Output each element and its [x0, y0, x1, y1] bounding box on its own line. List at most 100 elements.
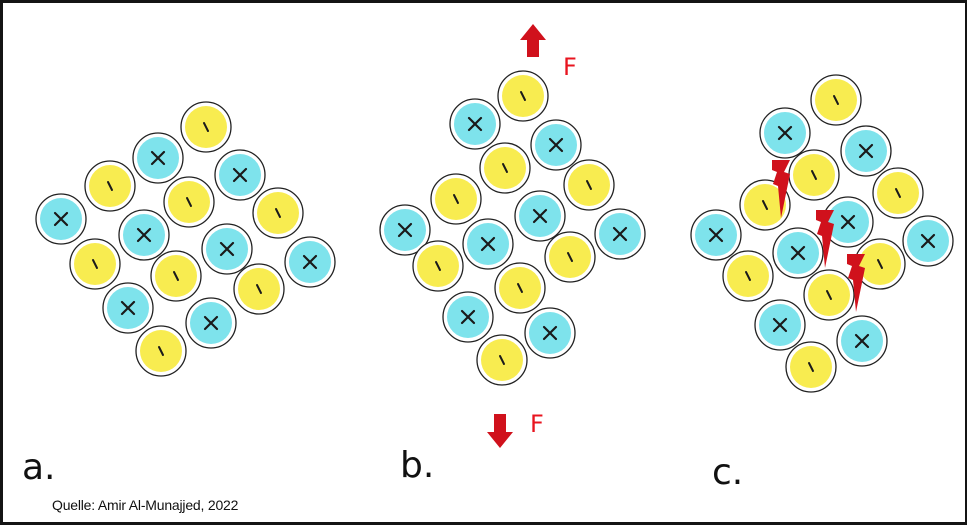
negative-ion	[739, 179, 791, 231]
positive-ion	[214, 149, 266, 201]
positive-ion	[759, 107, 811, 159]
minus-sign	[186, 197, 192, 207]
negative-ion	[810, 74, 862, 126]
plus-sign	[548, 137, 564, 153]
negative-ion	[785, 341, 837, 393]
minus-sign	[256, 284, 262, 294]
minus-sign	[833, 95, 839, 105]
minus-sign	[107, 181, 113, 191]
negative-ion	[544, 231, 596, 283]
positive-ion	[462, 218, 514, 270]
force-label-top: F	[563, 53, 577, 81]
plus-sign	[840, 214, 856, 230]
negative-ion	[430, 173, 482, 225]
minus-sign	[92, 259, 98, 269]
plus-sign	[920, 233, 936, 249]
negative-ion	[854, 238, 906, 290]
plus-sign	[460, 309, 476, 325]
minus-sign	[520, 91, 526, 101]
positive-ion	[772, 227, 824, 279]
panel-label-c: c.	[712, 452, 744, 493]
panel-label-a: a.	[22, 447, 56, 488]
negative-ion	[84, 160, 136, 212]
minus-sign	[502, 163, 508, 173]
force-label-bottom: F	[530, 410, 544, 438]
minus-sign	[173, 271, 179, 281]
minus-sign	[762, 200, 768, 210]
lightning-bolt-icon	[816, 210, 834, 268]
plus-sign	[854, 333, 870, 349]
minus-sign	[586, 180, 592, 190]
negative-ion	[563, 159, 615, 211]
positive-ion	[754, 299, 806, 351]
positive-ion	[442, 291, 494, 343]
negative-ion	[722, 250, 774, 302]
minus-sign	[895, 188, 901, 198]
positive-ion	[690, 209, 742, 261]
positive-ion	[132, 132, 184, 184]
plus-sign	[772, 317, 788, 333]
plus-sign	[302, 254, 318, 270]
minus-sign	[203, 122, 209, 132]
lightning-bolt-icon	[772, 160, 790, 218]
negative-ion	[494, 262, 546, 314]
positive-ion	[524, 307, 576, 359]
negative-ion	[788, 149, 840, 201]
minus-sign	[808, 362, 814, 372]
negative-ion	[233, 263, 285, 315]
arrow-down-icon	[487, 414, 513, 448]
plus-sign	[777, 125, 793, 141]
plus-sign	[467, 116, 483, 132]
positive-ion	[836, 315, 888, 367]
plus-sign	[232, 167, 248, 183]
positive-ion	[902, 215, 954, 267]
panel-a-lattice	[35, 101, 336, 377]
plus-sign	[532, 208, 548, 224]
plus-sign	[136, 227, 152, 243]
plus-sign	[858, 143, 874, 159]
minus-sign	[811, 170, 817, 180]
positive-ion	[118, 209, 170, 261]
negative-ion	[497, 70, 549, 122]
negative-ion	[150, 250, 202, 302]
plus-sign	[397, 222, 413, 238]
minus-sign	[567, 252, 573, 262]
positive-ion	[514, 190, 566, 242]
positive-ion	[449, 98, 501, 150]
positive-ion	[379, 204, 431, 256]
lightning-bolt-icon	[847, 254, 865, 312]
negative-ion	[135, 325, 187, 377]
panel-c-lattice	[690, 74, 954, 393]
negative-ion	[476, 334, 528, 386]
positive-ion	[822, 196, 874, 248]
negative-ion	[163, 176, 215, 228]
plus-sign	[790, 245, 806, 261]
positive-ion	[201, 223, 253, 275]
panel-b-lattice	[379, 70, 646, 386]
plus-sign	[708, 227, 724, 243]
minus-sign	[453, 194, 459, 204]
minus-sign	[745, 271, 751, 281]
negative-ion	[180, 101, 232, 153]
minus-sign	[877, 259, 883, 269]
minus-sign	[517, 283, 523, 293]
minus-sign	[826, 290, 832, 300]
minus-sign	[435, 261, 441, 271]
negative-ion	[872, 167, 924, 219]
positive-ion	[284, 236, 336, 288]
plus-sign	[120, 300, 136, 316]
panel-label-b: b.	[400, 445, 435, 486]
negative-ion	[412, 240, 464, 292]
plus-sign	[219, 241, 235, 257]
positive-ion	[530, 119, 582, 171]
negative-ion	[803, 269, 855, 321]
plus-sign	[53, 211, 69, 227]
plus-sign	[542, 325, 558, 341]
minus-sign	[499, 355, 505, 365]
minus-sign	[275, 208, 281, 218]
source-caption: Quelle: Amir Al-Munajjed, 2022	[52, 497, 239, 513]
minus-sign	[158, 346, 164, 356]
negative-ion	[69, 238, 121, 290]
positive-ion	[840, 125, 892, 177]
